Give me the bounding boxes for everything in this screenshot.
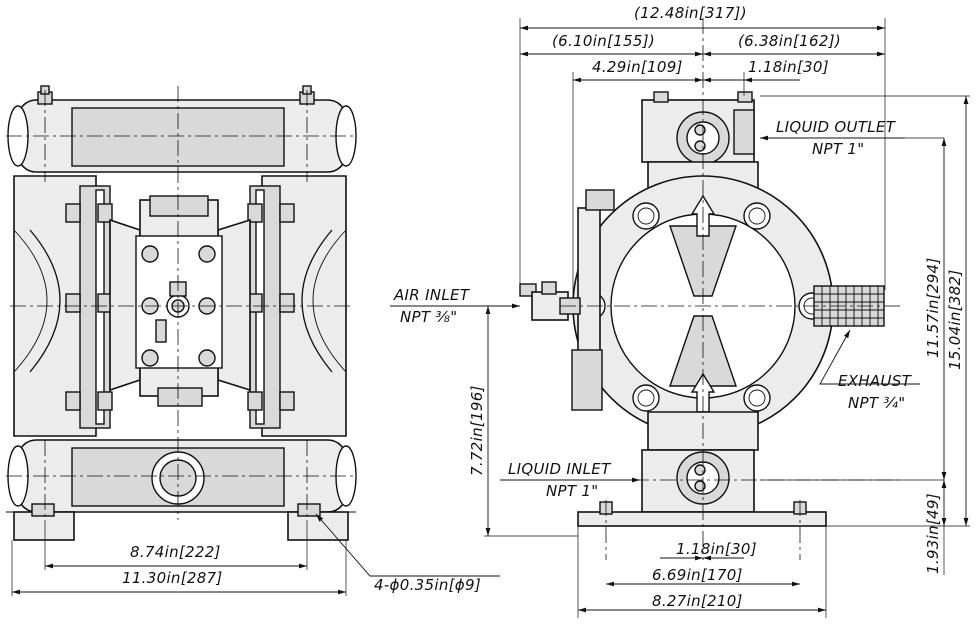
dim-outlet-height: 11.57in[294] [924, 257, 942, 358]
label-exhaust: EXHAUST [838, 372, 912, 390]
front-left-chamber [13, 175, 97, 437]
dim-inlet-offset-bottom: 1.18in[30] [676, 540, 757, 558]
label-liquid-inlet-size: NPT 1" [546, 482, 599, 500]
label-liquid-inlet: LIQUID INLET [508, 460, 611, 478]
label-liquid-outlet: LIQUID OUTLET [776, 118, 896, 136]
dim-inlet-height: 1.93in[49] [924, 493, 942, 574]
side-air-inlet-valve [519, 281, 581, 321]
side-view [390, 18, 970, 618]
label-air-inlet-size: NPT ⅜" [400, 308, 458, 326]
label-air-inlet: AIR INLET [394, 286, 470, 304]
dim-air-inlet-height: 7.72in[196] [468, 385, 486, 476]
dim-base-width-front: 11.30in[287] [122, 569, 223, 587]
side-base-plate [577, 511, 827, 527]
dim-outlet-offset: 1.18in[30] [748, 58, 829, 76]
dim-right-offset-side: (6.38in[162]) [738, 32, 842, 50]
dim-mount-holes: 4-ϕ0.35in[ϕ9] [374, 576, 481, 594]
dim-air-offset: 4.29in[109] [592, 58, 683, 76]
front-view [6, 85, 500, 596]
dim-left-offset-side: (6.10in[155]) [552, 32, 656, 50]
label-liquid-outlet-size: NPT 1" [812, 140, 865, 158]
label-exhaust-size: NPT ¾" [848, 394, 906, 412]
dim-overall-height: 15.04in[382] [946, 269, 964, 370]
dim-base-holes-side: 6.69in[170] [652, 566, 743, 584]
dim-base-width-side: 8.27in[210] [652, 592, 743, 610]
dim-bolt-spacing-front: 8.74in[222] [130, 543, 221, 561]
dim-overall-width-side: (12.48in[317]) [634, 4, 747, 22]
